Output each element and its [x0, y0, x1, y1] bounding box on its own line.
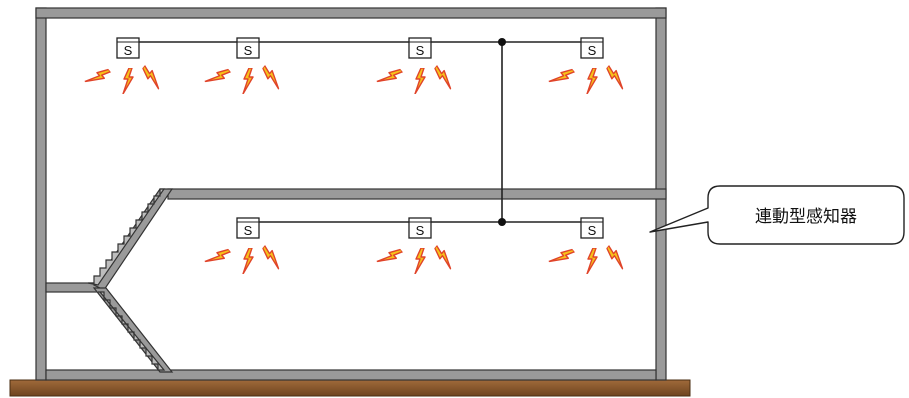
detector-label: S [124, 43, 133, 58]
detector-label: S [244, 223, 253, 238]
detector: S [204, 37, 286, 94]
detector: S [548, 37, 630, 94]
junction-dot [498, 218, 506, 226]
ground [9, 379, 691, 397]
detector: S [84, 37, 166, 94]
staircase-upper [87, 188, 174, 291]
detector: S [376, 217, 458, 274]
detector-label: S [244, 43, 253, 58]
detector-label: S [416, 223, 425, 238]
detector-label: S [416, 43, 425, 58]
detector: S [548, 217, 630, 274]
detector: S [204, 217, 286, 274]
callout-label: 連動型感知器 [755, 207, 857, 227]
callout: 連動型感知器 [649, 185, 905, 245]
detector: S [376, 37, 458, 94]
detector-label: S [588, 223, 597, 238]
detector-label: S [588, 43, 597, 58]
staircase-lower [92, 287, 174, 373]
junction-dot [498, 38, 506, 46]
